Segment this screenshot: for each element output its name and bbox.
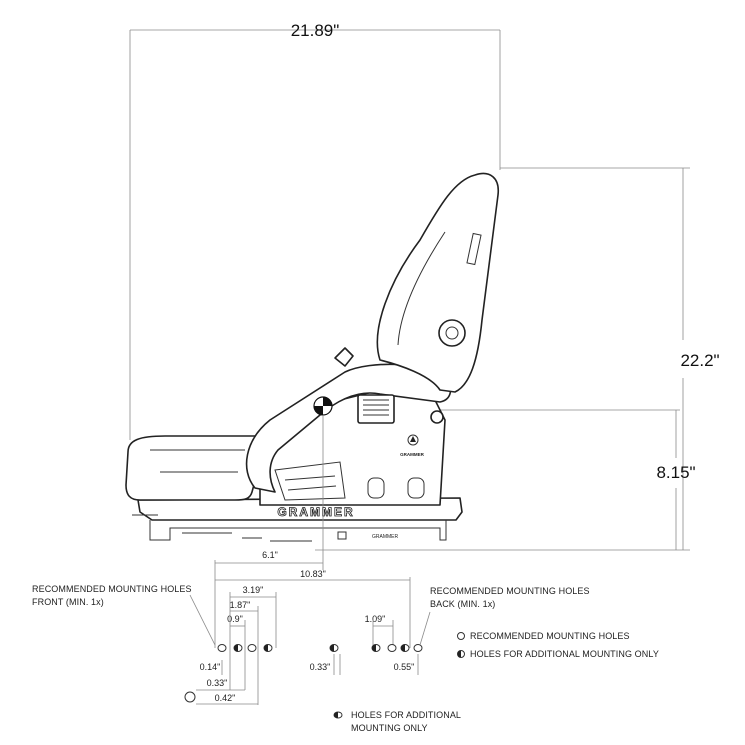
dim-10-83: 10.83" bbox=[300, 569, 326, 579]
additional-hole-icon bbox=[457, 650, 465, 658]
dim-0-33-front: 0.33" bbox=[207, 678, 228, 688]
bottom-legend-line1: HOLES FOR ADDITIONAL bbox=[351, 710, 461, 720]
dim-3-19: 3.19" bbox=[243, 585, 264, 595]
grammer-logo-small: GRAMMER bbox=[400, 452, 424, 457]
front-label-line1: RECOMMENDED MOUNTING HOLES bbox=[32, 584, 192, 594]
front-mounting-label: RECOMMENDED MOUNTING HOLES FRONT (MIN. 1… bbox=[32, 584, 216, 646]
dim-0-42: 0.42" bbox=[215, 693, 236, 703]
dim-6-1: 6.1" bbox=[262, 550, 278, 560]
overall-width-dimension: 21.89" bbox=[129, 21, 501, 440]
back-label-line1: RECOMMENDED MOUNTING HOLES bbox=[430, 586, 590, 596]
seat-illustration: GRAMMER GRAMMER bbox=[125, 172, 500, 570]
legend: RECOMMENDED MOUNTING HOLES HOLES FOR ADD… bbox=[457, 631, 659, 659]
brand-lettering: GRAMMER bbox=[277, 505, 354, 519]
overall-width-label: 21.89" bbox=[291, 21, 340, 40]
dim-1-87: 1.87" bbox=[230, 600, 251, 610]
dim-0-9: 0.9" bbox=[227, 614, 243, 624]
dim-1-09: 1.09" bbox=[365, 614, 386, 624]
additional-hole-icon bbox=[333, 711, 343, 719]
svg-text:GRAMMER: GRAMMER bbox=[372, 534, 399, 540]
pivot-height-label: 8.15" bbox=[656, 463, 695, 482]
overall-height-dimension: 22.2" bbox=[315, 167, 720, 551]
legend-additional: HOLES FOR ADDITIONAL MOUNTING ONLY bbox=[470, 649, 659, 659]
dim-0-33-middle: 0.33" bbox=[310, 662, 331, 672]
pivot-height-dimension: 8.15" bbox=[440, 409, 696, 550]
dim-0-55: 0.55" bbox=[394, 662, 415, 672]
dim-0-14: 0.14" bbox=[200, 662, 221, 672]
back-mounting-label: RECOMMENDED MOUNTING HOLES BACK (MIN. 1x… bbox=[419, 586, 590, 646]
bottom-legend: HOLES FOR ADDITIONAL MOUNTING ONLY bbox=[333, 710, 461, 733]
front-label-line2: FRONT (MIN. 1x) bbox=[32, 597, 104, 607]
legend-recommended: RECOMMENDED MOUNTING HOLES bbox=[470, 631, 630, 641]
back-label-line2: BACK (MIN. 1x) bbox=[430, 599, 495, 609]
bottom-legend-line2: MOUNTING ONLY bbox=[351, 723, 428, 733]
recommended-hole-icon bbox=[457, 632, 465, 640]
overall-height-label: 22.2" bbox=[680, 351, 719, 370]
mounting-dimensions: 6.1" 10.83" 3.19" 1.87" 0.9" 1.09" bbox=[184, 550, 423, 705]
